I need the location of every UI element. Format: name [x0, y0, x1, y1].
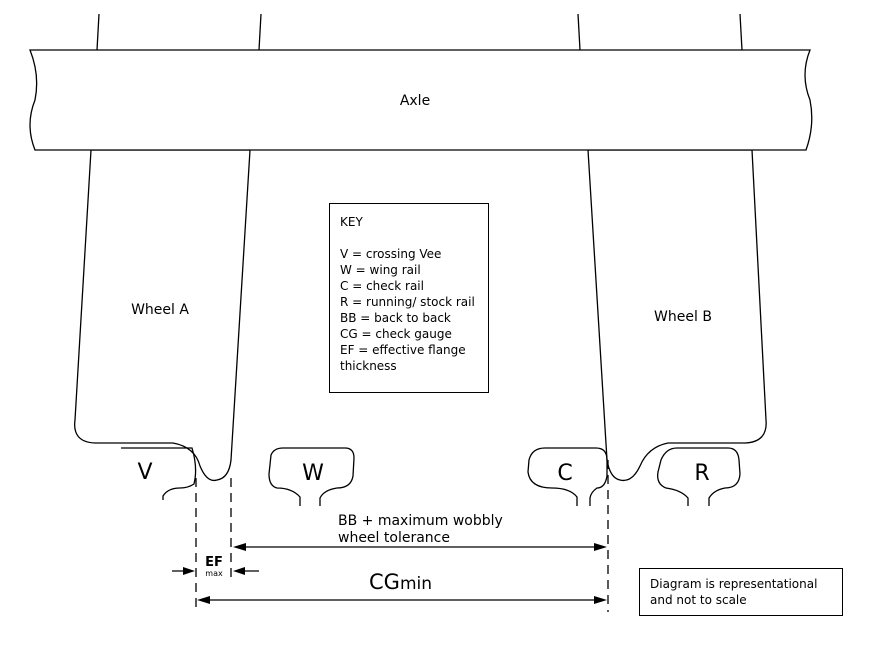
reference-dashed-lines	[195, 460, 609, 612]
axle-upper-lines	[96, 13, 743, 51]
ef-dimension-arrows	[172, 567, 259, 575]
wing-rail	[268, 447, 355, 506]
ef-label: EF	[205, 555, 223, 570]
wheel-a-label: Wheel A	[131, 302, 189, 318]
note-line-2: and not to scale	[650, 593, 747, 607]
key-legend-box: KEY V = crossing Vee W = wing rail C = c…	[329, 203, 489, 393]
key-title: KEY	[340, 215, 363, 229]
rail-v-label: V	[137, 460, 152, 485]
not-to-scale-note: Diagram is representational and not to s…	[639, 568, 843, 616]
bb-dimension-arrow	[233, 543, 607, 551]
running-stock-rail	[657, 447, 741, 506]
rail-r-label: R	[694, 461, 709, 486]
bb-label-line1: BB + maximum wobbly	[338, 513, 503, 529]
cg-dimension-arrow	[197, 596, 607, 604]
rail-w-label: W	[302, 461, 324, 486]
key-line-cg: CG = check gauge	[340, 327, 452, 341]
wheel-b-label: Wheel B	[654, 309, 712, 325]
check-rail	[527, 447, 608, 506]
axle-label: Axle	[400, 93, 430, 109]
crossing-vee-rail	[121, 447, 197, 500]
ef-sub-label: max	[205, 569, 223, 578]
key-line-v: V = crossing Vee	[340, 247, 442, 261]
cg-label-main: CG	[369, 570, 400, 594]
axle-shape	[29, 49, 813, 151]
key-line-r: R = running/ stock rail	[340, 295, 475, 309]
key-line-c: C = check rail	[340, 279, 424, 293]
key-line-w: W = wing rail	[340, 263, 421, 277]
key-line-ef: EF = effective flange	[340, 343, 466, 357]
cg-label-sub: min	[400, 574, 432, 594]
cg-label: CGmin	[369, 570, 432, 594]
wheel-a-shape	[74, 149, 251, 482]
wheel-b-shape	[587, 149, 767, 482]
key-line-bb: BB = back to back	[340, 311, 451, 325]
bb-label-line2: wheel tolerance	[338, 530, 450, 546]
rail-c-label: C	[557, 461, 572, 486]
note-line-1: Diagram is representational	[650, 577, 818, 591]
key-line-ef-cont: thickness	[340, 359, 397, 373]
